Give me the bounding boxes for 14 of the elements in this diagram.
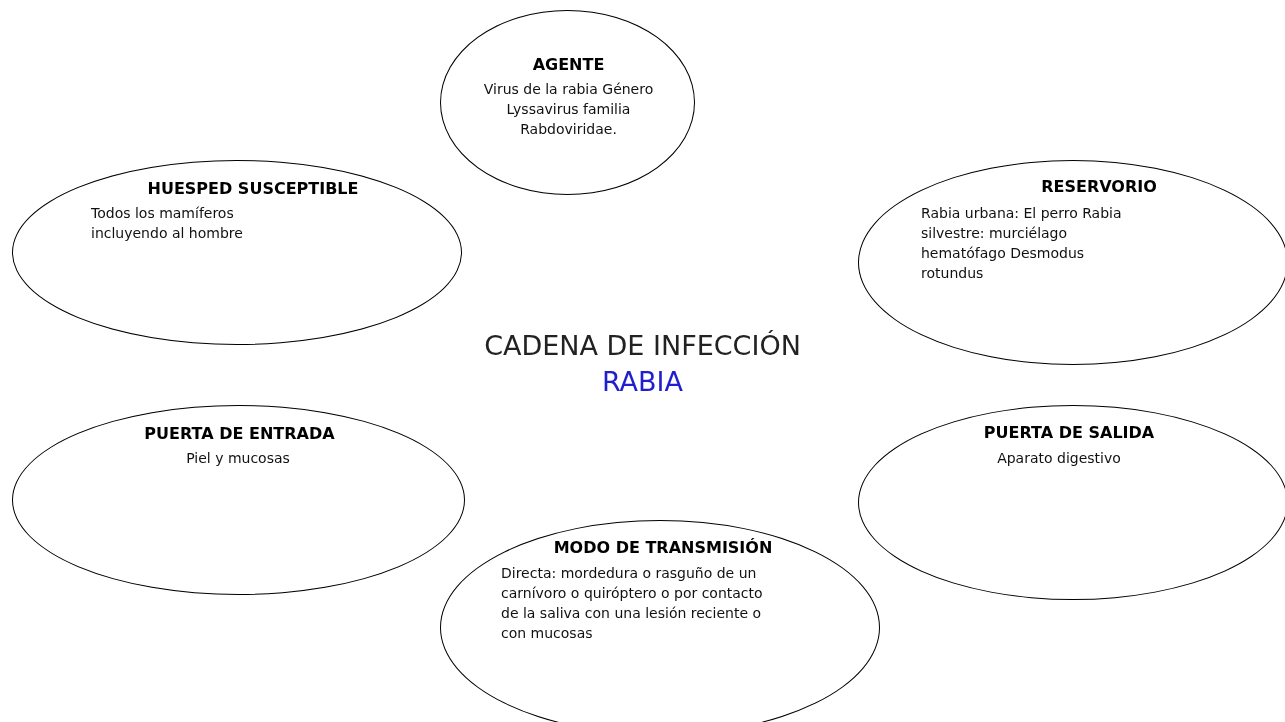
node-text: Directa: mordedura o rasguño de un carnívoro o quiróptero o por contacto de la saliva con una lesión reciente o con mucosas: [501, 564, 764, 643]
node-heading: AGENTE: [532, 55, 605, 74]
subtitle: RABIA: [601, 366, 684, 397]
node-heading: RESERVORIO: [1041, 177, 1157, 196]
diagram-title: CADENA DE INFECCIÓN: [484, 330, 801, 361]
node-text: Piel y mucosas: [185, 449, 291, 468]
node-heading: PUERTA DE SALIDA: [983, 423, 1155, 442]
node-text: Todos los mamíferos incluyendo al hombre: [91, 204, 244, 243]
node-heading: MODO DE TRANSMISIÓN: [553, 538, 773, 557]
node-heading: PUERTA DE ENTRADA: [144, 424, 335, 443]
node-text: Aparato digestivo: [996, 449, 1122, 468]
node-text: Virus de la rabia Género Lyssavirus familia Rabdoviridae.: [482, 80, 655, 139]
node-text: Rabia urbana: El perro Rabia silvestre: murciélago hematófago Desmodus rotundus: [921, 204, 1123, 283]
node-heading: HUESPED SUSCEPTIBLE: [147, 179, 359, 198]
